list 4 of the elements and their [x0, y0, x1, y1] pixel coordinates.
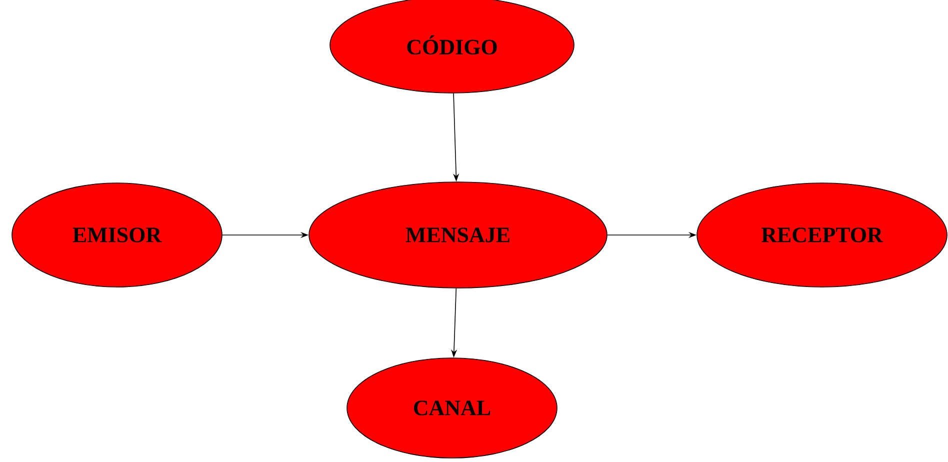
ellipse-node: EMISOR	[12, 182, 222, 288]
ellipse-node: RECEPTOR	[696, 182, 948, 288]
ellipse-node: MENSAJE	[308, 182, 608, 288]
ellipse-node: CANAL	[346, 358, 558, 458]
